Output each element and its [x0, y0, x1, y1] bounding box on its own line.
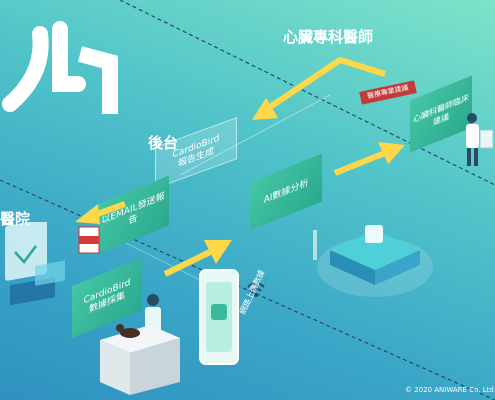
vet-exam-icon: [100, 294, 180, 395]
backend-label: 後台: [148, 134, 179, 152]
report-to-hospital-arrow: [75, 201, 127, 224]
connector-line: [179, 94, 331, 176]
divider-line-bottom: [0, 179, 495, 400]
device-platform-icon: [313, 225, 433, 297]
return-arrow: [252, 57, 386, 120]
copyright-text: © 2020 ANIWARE Co. Ltd: [405, 386, 494, 394]
pdf-file-icon: [78, 226, 100, 254]
upload-arrow: [163, 240, 232, 277]
smartphone-icon: [199, 269, 239, 365]
ai-analysis-label: AI數據分析: [263, 177, 309, 206]
wifi-icon: [247, 282, 265, 297]
hospital-computer-icon: [5, 222, 65, 306]
ai-to-doctor-arrow: [333, 142, 405, 176]
doctor-figure-icon: [466, 113, 494, 166]
heart-logo-icon: [2, 21, 118, 114]
cardiologist-label: 心臟專科醫師: [283, 28, 374, 46]
